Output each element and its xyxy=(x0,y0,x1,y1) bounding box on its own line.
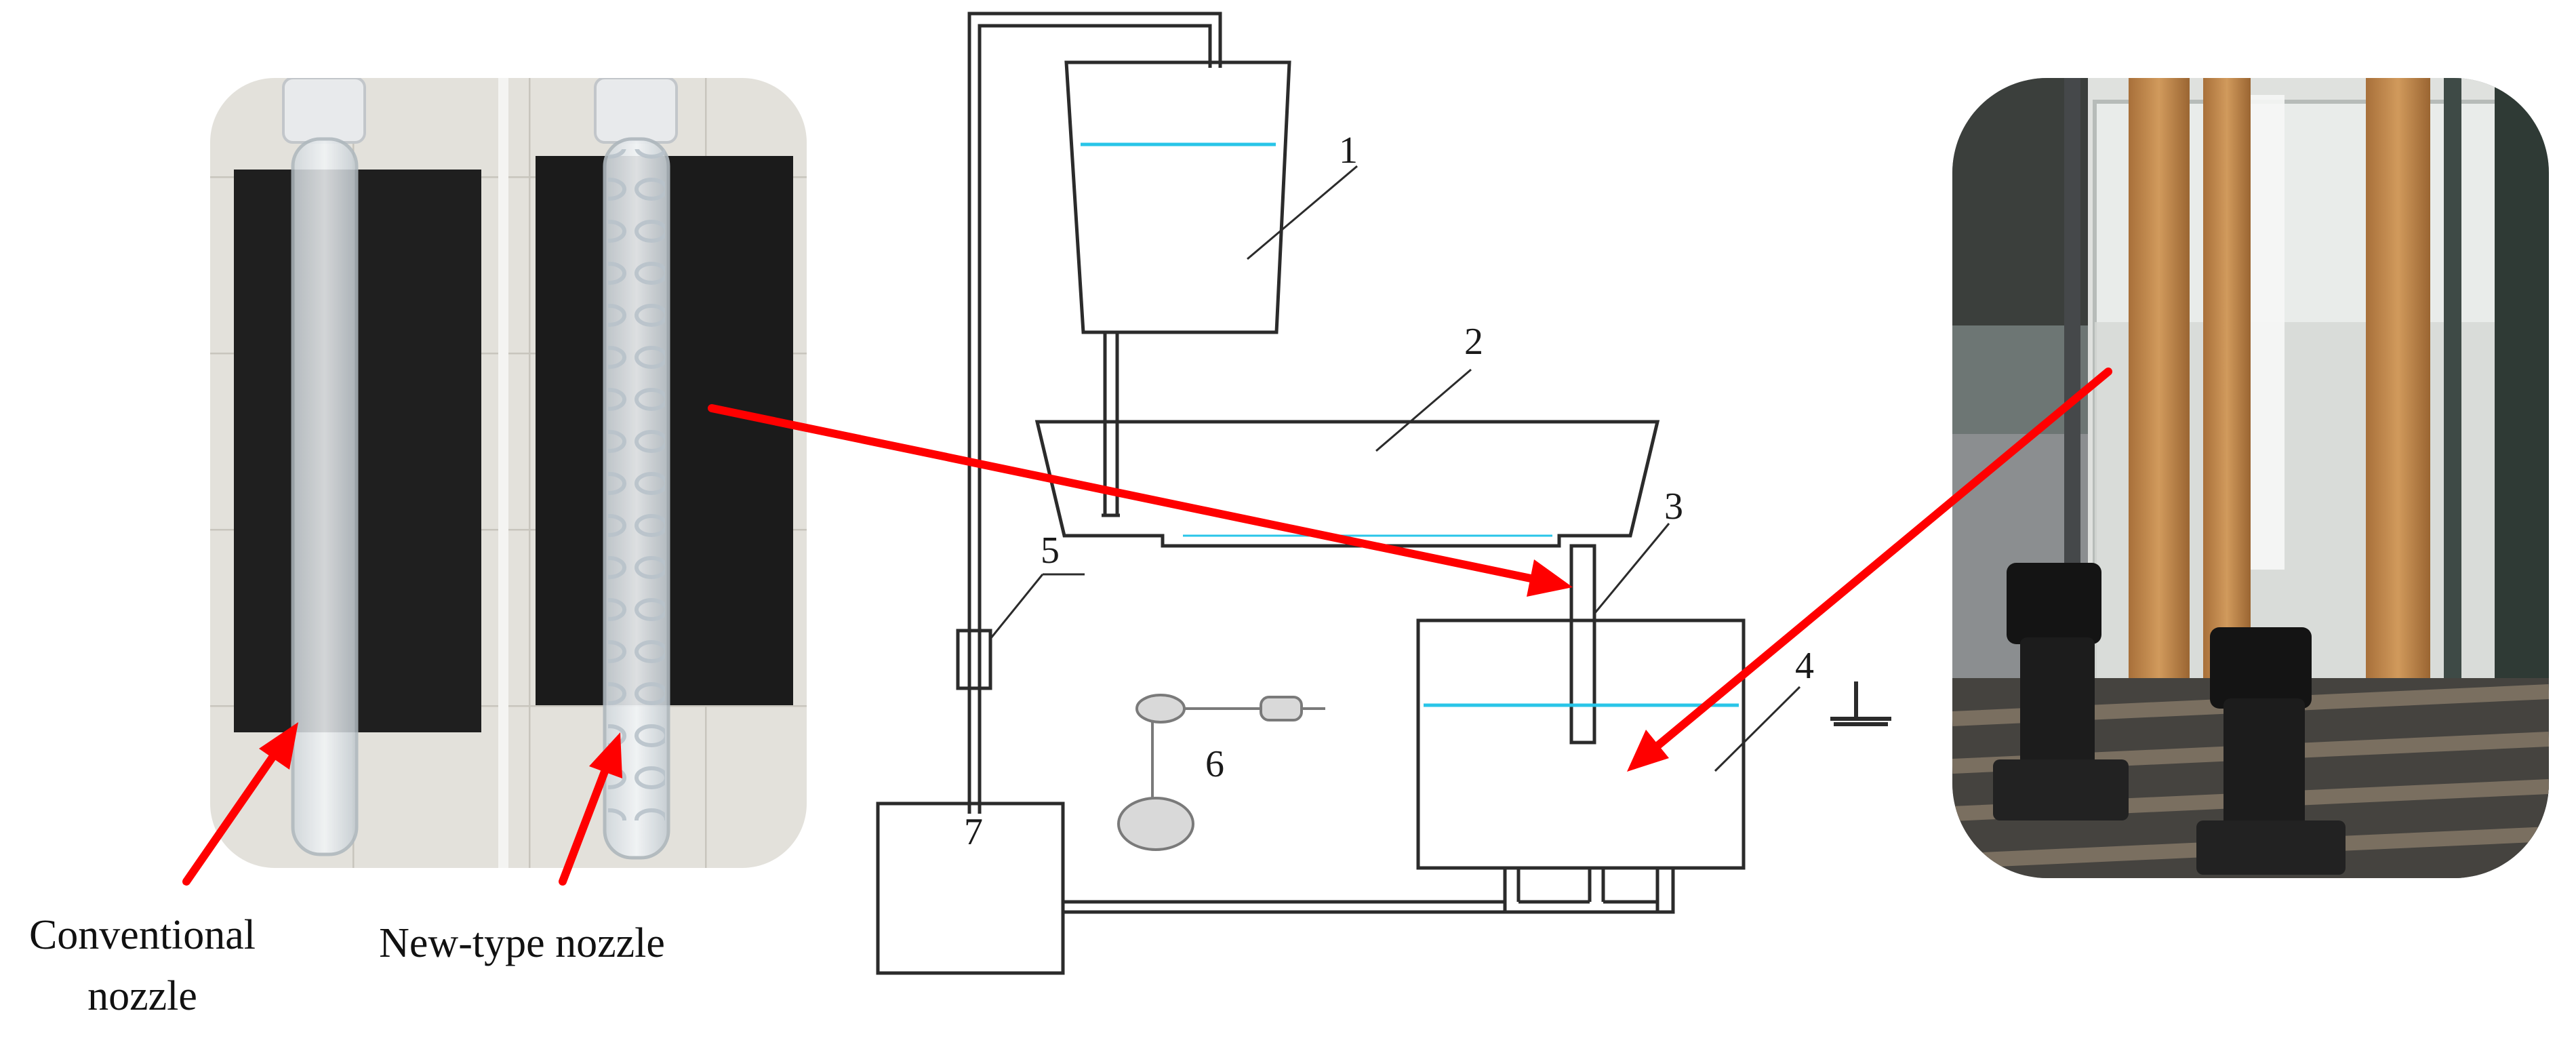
measuring-instrument-6 xyxy=(1117,694,1325,851)
camera-right xyxy=(2196,627,2346,875)
flow-meter-5 xyxy=(956,629,992,690)
upper-tank-1 xyxy=(1064,60,1291,334)
arrow-to-conventional-nozzle xyxy=(182,722,298,886)
pump-7 xyxy=(876,801,1065,975)
receiving-tank-4 xyxy=(1416,618,1746,870)
new-type-nozzle-tube xyxy=(594,78,678,860)
arrow-nozzle-to-schematic xyxy=(708,404,1573,597)
component-labels: 1 2 3 4 5 6 7 xyxy=(964,130,1814,853)
label-7: 7 xyxy=(964,811,983,853)
red-arrows xyxy=(182,368,2112,886)
label-3: 3 xyxy=(1664,486,1683,528)
camera-left xyxy=(1993,563,2129,820)
label-5: 5 xyxy=(1041,530,1060,572)
arrow-photo-to-tank xyxy=(1627,368,2112,772)
caption-new-type-nozzle: New-type nozzle xyxy=(379,920,665,966)
caption-conventional-nozzle: Conventional nozzle xyxy=(0,905,285,1027)
caption-conventional-line2: nozzle xyxy=(87,972,197,1019)
trough-2 xyxy=(1034,420,1660,548)
label-4: 4 xyxy=(1795,645,1814,687)
label-2: 2 xyxy=(1464,321,1483,363)
arrow-to-new-type-nozzle xyxy=(559,732,622,886)
nozzle-photo xyxy=(210,78,807,868)
caption-conventional-line1: Conventional xyxy=(28,912,256,958)
label-1: 1 xyxy=(1339,130,1358,172)
conventional-nozzle-tube xyxy=(282,78,366,856)
lab-setup-photo xyxy=(1952,78,2549,878)
label-6: 6 xyxy=(1205,743,1224,785)
nozzle-3 xyxy=(1569,544,1596,745)
wood-post xyxy=(2129,78,2190,688)
schematic-diagram xyxy=(876,12,1891,975)
